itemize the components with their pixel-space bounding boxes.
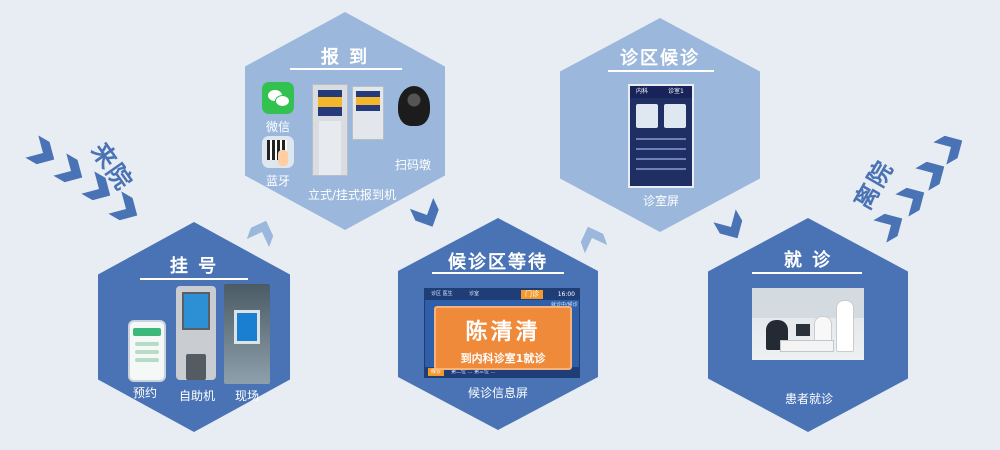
wechat-icon — [262, 82, 294, 114]
depart-label: 离院 — [849, 155, 900, 215]
chevron-up-icon — [247, 217, 278, 248]
clinic-area-title: 诊区候诊 — [620, 48, 700, 69]
doctor-consultation-photo — [752, 288, 864, 360]
caption-appointment: 预约 — [132, 386, 157, 400]
self-service-kiosk-image — [176, 286, 216, 380]
screen-column-1: 诊区 医生 — [431, 291, 453, 297]
caption-waiting-screen: 候诊信息屏 — [467, 386, 528, 400]
chevron-down-icon — [410, 198, 445, 233]
consultation-title: 就 诊 — [783, 250, 833, 271]
chevron-right-icon — [933, 129, 969, 165]
screen-footer-tag: 候诊 — [428, 368, 444, 376]
doctor-screen-room: 诊室1 — [668, 88, 684, 95]
standing-checkin-machine-image — [312, 84, 348, 176]
screen-tab: 门诊 — [521, 290, 543, 299]
barcode-scanner-image — [398, 86, 430, 126]
consultation-underline — [752, 272, 862, 274]
caption-room-screen: 诊室屏 — [642, 194, 679, 208]
arrive-label: 来院 — [85, 137, 139, 197]
chevron-right-icon — [915, 155, 951, 191]
checkin-underline — [290, 68, 402, 70]
caption-kiosk: 自助机 — [178, 389, 215, 403]
caption-bluetooth: 蓝牙 — [265, 174, 290, 188]
checkin-title: 报 到 — [320, 47, 370, 68]
doctor-photo — [636, 104, 658, 128]
chevron-right-icon — [895, 181, 931, 217]
chevron-up-icon — [577, 223, 608, 254]
doctor-screen-dept: 内科 — [636, 88, 649, 95]
patient-call-popup: 陈清清 到内科诊室1就诊 — [434, 306, 572, 370]
registration-title: 挂 号 — [169, 256, 219, 277]
called-patient-name: 陈清清 — [465, 320, 541, 345]
waiting-area-underline — [432, 272, 564, 274]
called-patient-instruction: 到内科诊室1就诊 — [460, 352, 546, 365]
onsite-counter-image — [224, 284, 270, 384]
caption-consultation: 患者就诊 — [784, 392, 833, 406]
phone-app-image — [128, 320, 166, 382]
clinic-area-underline — [608, 70, 714, 72]
registration-underline — [140, 278, 248, 280]
screen-footer-text: 第二位 ... 第三位 ... — [451, 369, 496, 375]
chevron-right-icon — [873, 207, 909, 243]
chevron-right-icon — [25, 135, 61, 171]
wall-checkin-machine-image — [352, 86, 384, 140]
doctor-photo — [664, 104, 686, 128]
waiting-area-title: 候诊区等待 — [448, 252, 548, 273]
qr-scan-icon — [262, 136, 294, 168]
caption-checkin-machine: 立式/挂式报到机 — [307, 188, 397, 202]
consulting-room-screen: 内科 诊室1 — [628, 84, 694, 188]
screen-clock: 16:00 — [557, 291, 575, 298]
caption-onsite: 现场 — [234, 389, 259, 403]
chevron-down-icon — [713, 209, 749, 245]
screen-column-2: 诊室 — [469, 291, 480, 297]
caption-scanner: 扫码墩 — [394, 158, 431, 172]
caption-wechat: 微信 — [265, 120, 290, 134]
chevron-right-icon — [53, 153, 89, 189]
